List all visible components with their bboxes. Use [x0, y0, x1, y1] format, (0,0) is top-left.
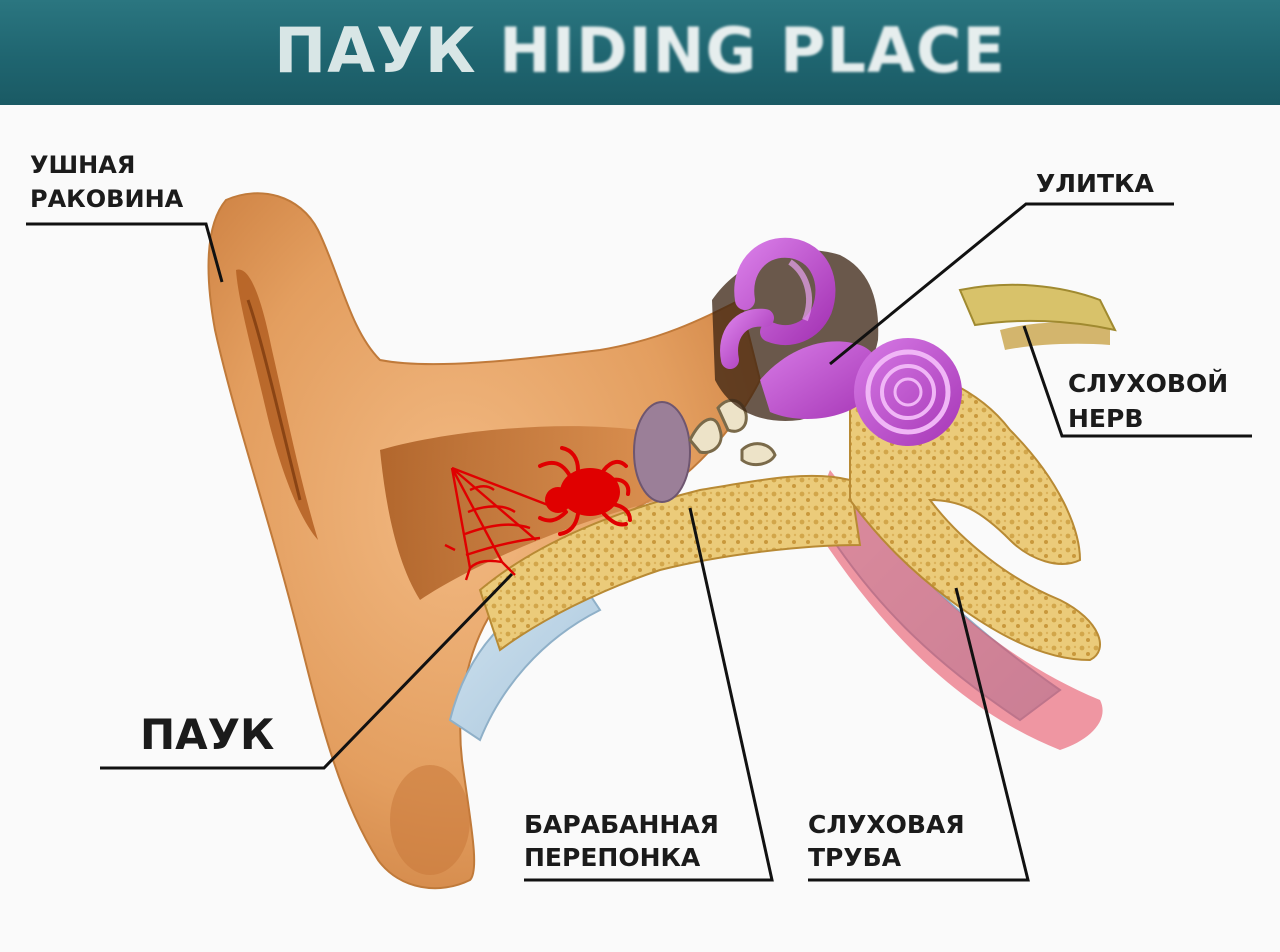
banner-title: ПАУК HIDING PLACE	[0, 14, 1280, 87]
label-pinna-line1: УШНАЯ	[30, 151, 136, 179]
title-banner: ПАУК HIDING PLACE	[0, 0, 1280, 105]
eardrum-membrane	[633, 401, 691, 503]
auditory-nerve-bundle	[958, 283, 1117, 332]
title-hiding-place: HIDING PLACE	[499, 14, 1006, 87]
label-tube-line1: СЛУХОВАЯ	[808, 810, 965, 839]
label-eardrum: БАРАБАННАЯ ПЕРЕПОНКА	[524, 808, 719, 874]
label-pinna-line2: РАКОВИНА	[30, 185, 184, 213]
cochlea-and-canals	[720, 237, 962, 446]
label-tube-line2: ТРУБА	[808, 843, 902, 872]
ossicles	[688, 398, 777, 467]
label-eardrum-line1: БАРАБАННАЯ	[524, 810, 719, 839]
label-cochlea: УЛИТКА	[1036, 169, 1154, 198]
spider-icon	[538, 446, 632, 536]
leader-lines	[26, 202, 1252, 882]
title-word-spider: ПАУК	[274, 14, 477, 87]
label-pinna: УШНАЯ РАКОВИНА	[30, 148, 183, 216]
label-eardrum-line2: ПЕРЕПОНКА	[524, 843, 701, 872]
label-spider: ПАУК	[140, 710, 275, 759]
label-nerve-line2: НЕРВ	[1068, 404, 1144, 433]
label-auditory-nerve: СЛУХОВОЙ НЕРВ	[1068, 366, 1228, 436]
label-eustachian-tube: СЛУХОВАЯ ТРУБА	[808, 808, 965, 874]
label-nerve-line1: СЛУХОВОЙ	[1068, 369, 1229, 398]
spider-web-icon	[444, 466, 549, 581]
